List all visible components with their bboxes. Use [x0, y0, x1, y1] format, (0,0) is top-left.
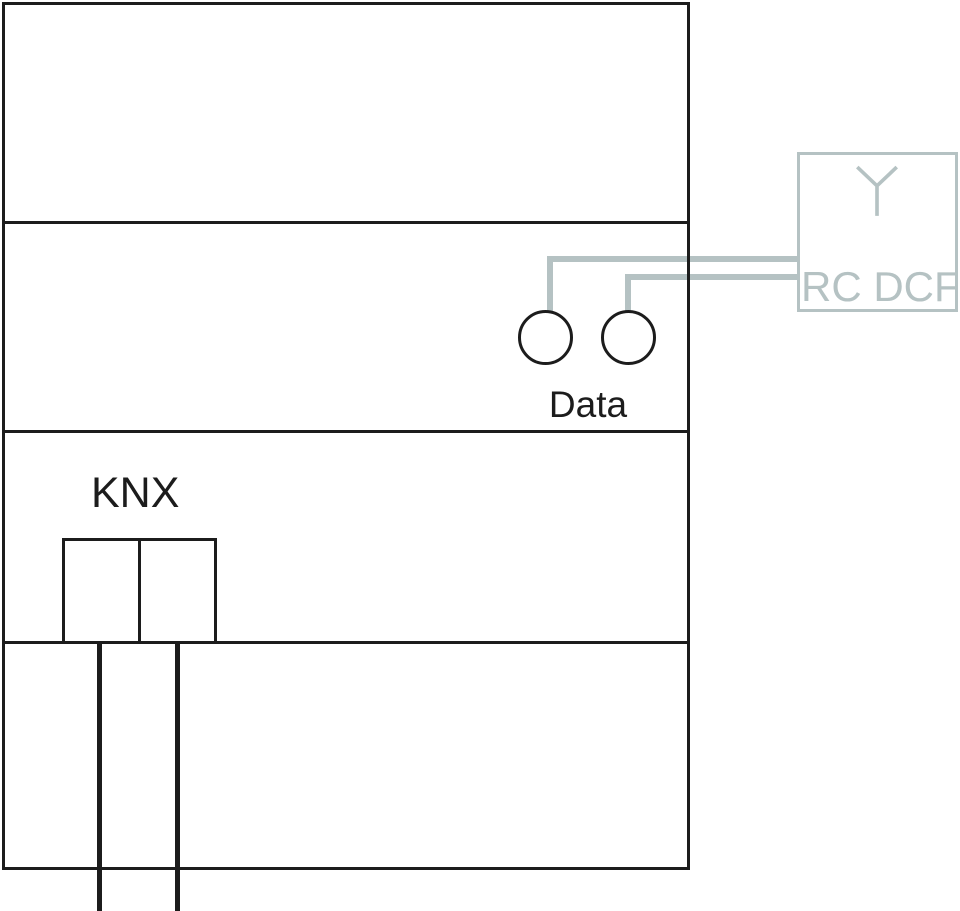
rc-dcf-receiver-box: RC DCF: [797, 152, 960, 312]
rc-dcf-label: RC DCF: [801, 263, 960, 310]
rc-connector-left-horizontal: [547, 256, 800, 262]
device-section-divider-middle: [2, 430, 690, 433]
rc-connector-left-vertical: [547, 256, 553, 314]
knx-label: KNX: [91, 469, 180, 517]
device-section-divider-top: [2, 221, 690, 224]
device-section-divider-bottom: [2, 641, 690, 644]
antenna-icon: [856, 165, 898, 216]
antenna-shape: [856, 165, 898, 216]
data-label: Data: [548, 384, 628, 425]
knx-bus-wire-right: [175, 641, 180, 911]
knx-terminal-block: [62, 538, 217, 644]
data-terminal-right: [601, 310, 656, 365]
device-outline: [2, 2, 690, 870]
knx-terminal-block-divider: [138, 541, 141, 641]
rc-connector-right-horizontal: [625, 274, 800, 280]
data-terminal-left: [518, 310, 573, 365]
knx-bus-wire-left: [97, 641, 102, 911]
rc-connector-right-vertical: [625, 274, 631, 314]
